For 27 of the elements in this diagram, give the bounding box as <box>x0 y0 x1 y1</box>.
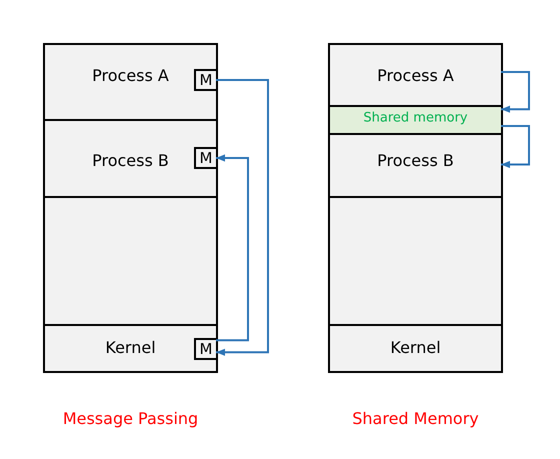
segment-label: Process B <box>92 152 169 170</box>
segment-label: Process A <box>92 66 169 86</box>
memory-segment <box>45 119 216 196</box>
memory-segment <box>330 133 501 196</box>
diagram-caption: Message Passing <box>62 410 198 428</box>
diagram-caption: Shared Memory <box>352 410 479 428</box>
segment-label: Process A <box>377 66 454 86</box>
shared-memory-segment <box>330 105 501 133</box>
connector-arrow <box>501 125 530 168</box>
memory-segment <box>330 324 501 371</box>
segment-label: Kernel <box>105 338 156 358</box>
connector-arrow <box>216 154 249 342</box>
connector-arrow <box>501 71 530 113</box>
memory-segment <box>45 45 216 119</box>
memory-layout-box <box>43 43 218 373</box>
memory-segment <box>330 196 501 324</box>
segment-label: Kernel <box>390 338 441 358</box>
memory-layout-box <box>328 43 503 373</box>
memory-segment <box>45 324 216 371</box>
message-box: M <box>194 69 216 91</box>
message-box: M <box>194 147 216 169</box>
memory-segment <box>330 45 501 105</box>
segment-label: Process B <box>377 152 454 170</box>
segment-label: Shared memory <box>363 112 468 126</box>
memory-segment <box>45 196 216 324</box>
connector-arrow <box>216 79 269 356</box>
message-box: M <box>194 338 216 360</box>
